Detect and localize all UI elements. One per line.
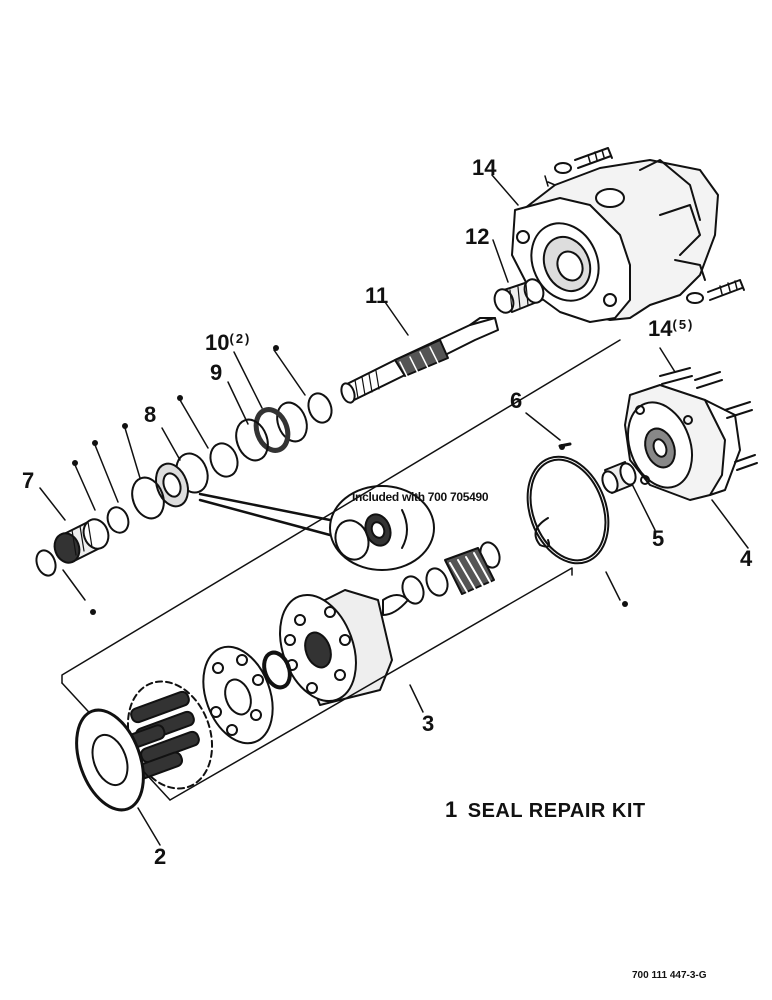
callout-14-number: 14 [648, 316, 673, 341]
callout-3: 3 [422, 711, 435, 736]
callout-6: 6 [510, 388, 523, 413]
included-detail-bubble [198, 485, 435, 571]
callout-11: 11 [365, 283, 389, 308]
seal-group [35, 392, 333, 577]
callout-12: 12 [465, 224, 490, 249]
callout-13: 14 [472, 155, 497, 180]
included-with-note: Included with 700 705490 [352, 490, 489, 504]
callout-4: 4 [740, 546, 753, 571]
callout-10-number: 10 [205, 330, 230, 355]
callout-8: 8 [144, 402, 157, 427]
callout-14-quantity: (5) [672, 317, 695, 332]
rotating-group [61, 339, 621, 801]
drive-shaft [340, 317, 499, 404]
end-cover [601, 367, 758, 501]
swash-plate [75, 708, 145, 812]
callout-1: 1 [445, 797, 458, 822]
seal-repair-kit-title: 1 SEAL REPAIR KIT [445, 797, 646, 823]
motor-housing [511, 147, 745, 323]
needle-bearing-12 [493, 278, 545, 314]
bullet-dots [72, 345, 628, 615]
callout-9: 9 [210, 360, 223, 385]
callout-10-quantity: (2) [229, 331, 252, 346]
callout-14: 14(5) [648, 318, 694, 340]
callout-7: 7 [22, 468, 35, 493]
kit-title-text: SEAL REPAIR KIT [467, 800, 646, 822]
callout-10: 10(2) [205, 332, 251, 354]
leader-lines [39, 174, 749, 846]
callout-2: 2 [154, 844, 167, 869]
o-ring [526, 442, 610, 565]
drawing-code: 700 111 447-3-G [632, 970, 707, 981]
callout-5: 5 [652, 526, 665, 551]
